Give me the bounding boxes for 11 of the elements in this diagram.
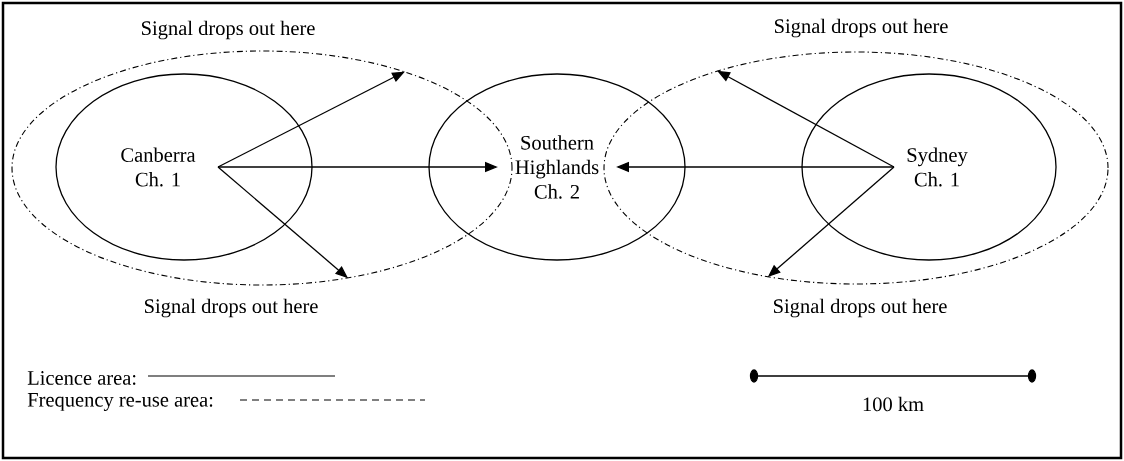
reuse-area-ellipse [603, 51, 1109, 285]
arrow [717, 70, 895, 168]
arrow [217, 71, 405, 168]
reuse-area-ellipse [11, 50, 513, 286]
legend-text: Frequency re-use area: [27, 393, 213, 411]
caption-text: Signal drops out here [144, 298, 318, 318]
scale-label: 100 km [863, 396, 924, 412]
caption-text: Signal drops out here [775, 18, 948, 38]
caption-text: Signal drops out here [141, 20, 315, 40]
legend-text: Licence area: [27, 371, 136, 385]
caption-text: Signal drops out here [774, 298, 947, 318]
